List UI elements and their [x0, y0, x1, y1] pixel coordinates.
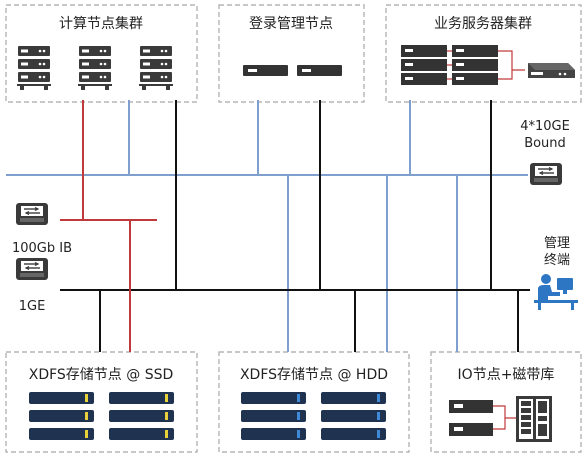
xdfs-ssd-title: XDFS存储节点 @ SSD: [29, 367, 174, 383]
bound-label-line2: Bound: [524, 136, 566, 151]
login-server-2-icon: [297, 65, 342, 76]
business-servers-box: [385, 4, 582, 103]
xdfs-hdd-title: XDFS存储节点 @ HDD: [240, 367, 388, 383]
login-nodes-title: 登录管理节点: [249, 16, 333, 32]
compute-rack-2-icon: [78, 46, 112, 90]
io-node-icon: [449, 400, 516, 436]
storage-array-icon: [528, 63, 575, 78]
bound-switch-icon: [529, 162, 563, 186]
terminal-icon: [534, 274, 578, 310]
ge-switch-icon: [15, 257, 49, 281]
ib-switch-icon: [15, 202, 49, 226]
ib-switch-label: 100Gb IB: [12, 241, 72, 256]
bound-label-line1: 4*10GE: [520, 119, 570, 134]
login-server-1-icon: [243, 65, 288, 76]
business-servers-title: 业务服务器集群: [434, 15, 532, 32]
ssd-storage-icon: [29, 392, 174, 440]
compute-cluster-title: 计算节点集群: [59, 15, 143, 32]
compute-rack-1-icon: [17, 46, 51, 90]
tape-library-icon: [516, 396, 552, 442]
io-tape-box: [430, 351, 582, 453]
hdd-storage-icon: [241, 392, 386, 440]
xdfs-hdd-box: [218, 351, 410, 453]
terminal-label-line1: 管理: [544, 236, 570, 251]
io-tape-title: IO节点+磁带库: [458, 367, 555, 383]
business-servers-icon: [401, 45, 525, 85]
xdfs-ssd-box: [5, 351, 198, 453]
network-links: [6, 100, 530, 352]
login-nodes-box: [218, 4, 365, 103]
terminal-label-line2: 终端: [544, 252, 570, 268]
compute-rack-3-icon: [139, 46, 173, 90]
ge-switch-label: 1GE: [19, 299, 46, 314]
